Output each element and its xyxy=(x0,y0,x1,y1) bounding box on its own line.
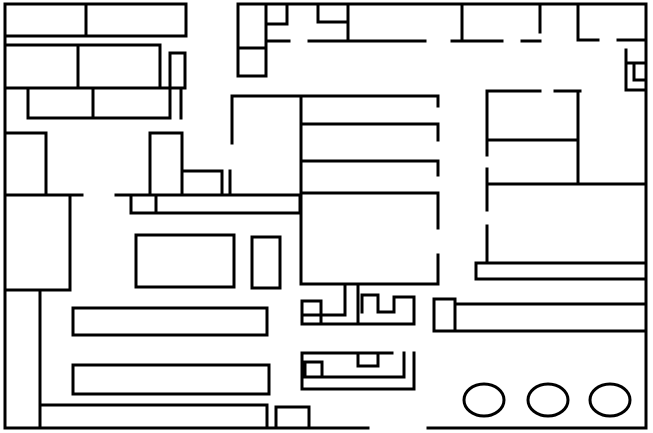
room xyxy=(303,360,324,379)
room xyxy=(474,261,648,281)
room xyxy=(168,51,187,90)
room xyxy=(129,193,158,215)
round-table xyxy=(526,382,570,418)
room xyxy=(432,297,457,333)
room xyxy=(71,306,269,337)
round-table xyxy=(588,382,632,418)
room xyxy=(356,351,380,368)
room xyxy=(250,235,282,290)
room xyxy=(3,43,162,90)
room xyxy=(300,299,323,326)
room xyxy=(274,405,311,430)
room xyxy=(134,233,236,289)
room xyxy=(71,363,271,396)
room xyxy=(26,86,172,120)
round-table xyxy=(462,382,506,418)
